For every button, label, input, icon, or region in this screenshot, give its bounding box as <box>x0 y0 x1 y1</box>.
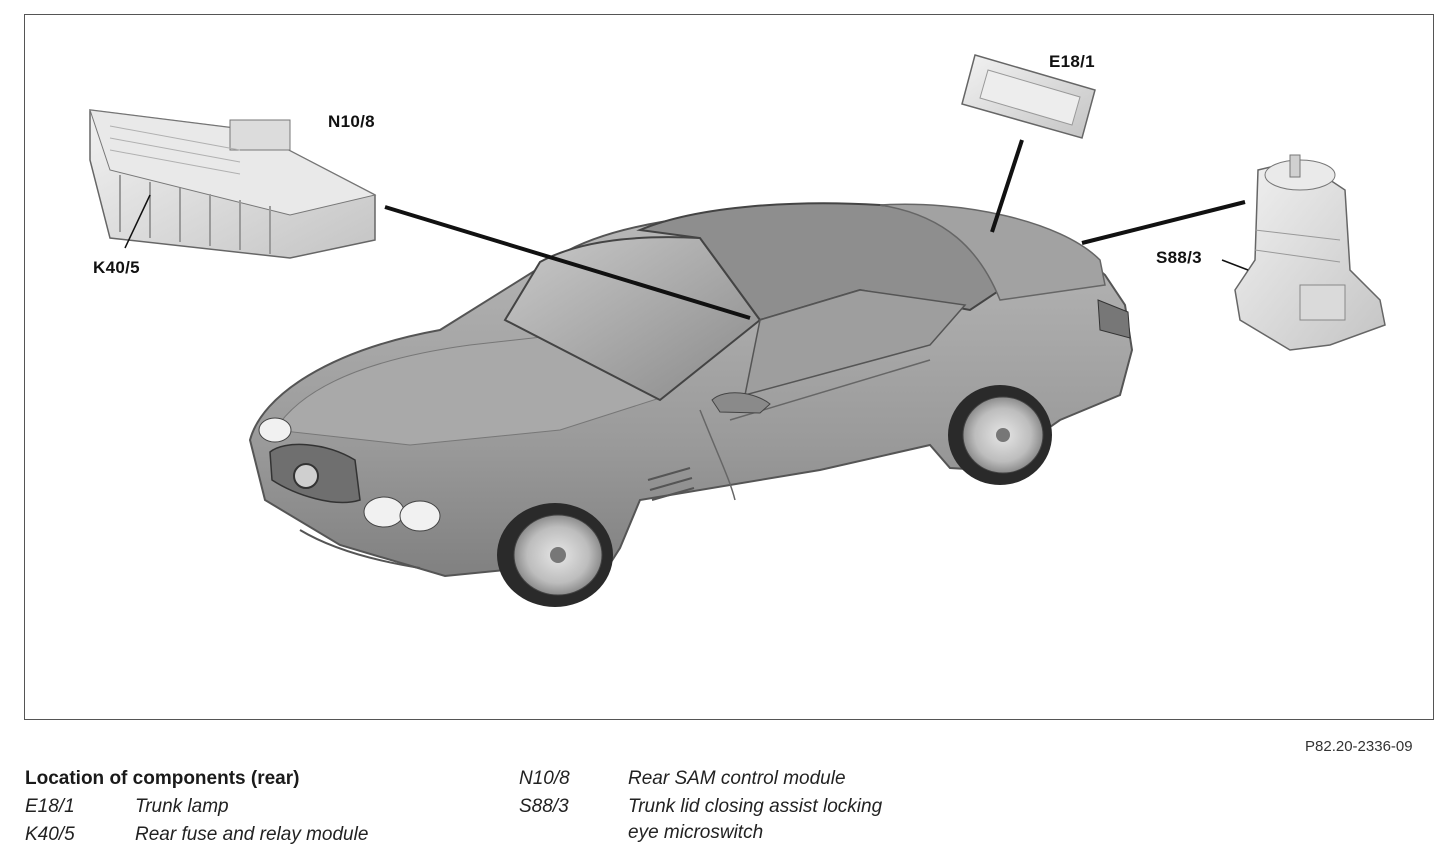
legend-code-k40-5: K40/5 <box>25 824 75 845</box>
legend-code-e18-1: E18/1 <box>25 796 75 817</box>
leader-s88-3-tick <box>1221 259 1249 271</box>
microswitch-illustration <box>1234 154 1386 351</box>
legend-desc-s88-3: Trunk lid closing assist locking <box>628 796 883 817</box>
figure-id: P82.20-2336-09 <box>1305 738 1413 755</box>
leader-lines <box>124 139 1249 320</box>
car-illustration <box>248 202 1134 607</box>
callout-k40-5: K40/5 <box>93 258 140 277</box>
legend-desc-s88-3-cont: eye microswitch <box>628 822 764 843</box>
callout-e18-1: E18/1 <box>1049 52 1095 71</box>
legend-desc-e18-1: Trunk lamp <box>135 796 229 817</box>
legend-code-s88-3: S88/3 <box>519 796 569 817</box>
callout-n10-8: N10/8 <box>328 112 375 131</box>
leader-s88-3 <box>1081 200 1246 245</box>
callout-s88-3: S88/3 <box>1156 248 1202 267</box>
leader-k40-5 <box>124 194 151 249</box>
leader-e18-1 <box>990 139 1024 233</box>
rear-sam-module-illustration <box>89 109 377 259</box>
trunk-lamp-illustration <box>961 54 1096 139</box>
legend-title: Location of components (rear) <box>25 768 300 789</box>
leader-n10-8 <box>384 205 751 320</box>
legend-code-n10-8: N10/8 <box>519 768 570 789</box>
diagram-frame <box>24 14 1434 720</box>
legend-desc-k40-5: Rear fuse and relay module <box>135 824 369 845</box>
legend-desc-n10-8: Rear SAM control module <box>628 768 846 789</box>
